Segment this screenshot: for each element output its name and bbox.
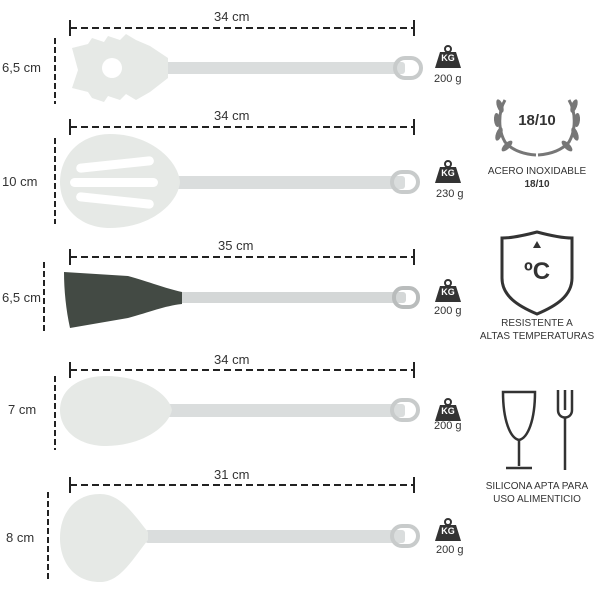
slot-1 [76,156,154,173]
length-label: 31 cm [214,467,250,482]
length-label: 34 cm [214,352,250,367]
up-arrow-icon [533,241,541,248]
steel-handle [165,62,405,74]
steel-handle [178,292,406,303]
steel-handle [160,404,405,417]
hang-loop [393,56,423,80]
width-label: 6,5 cm [2,60,42,75]
length-label: 35 cm [218,238,254,253]
spoon-head [60,376,172,446]
spatula-head [64,272,182,328]
steel-handle [145,530,405,543]
shield-icon [500,230,574,316]
server-hole [102,58,122,78]
glass-icon [501,390,537,442]
ladle-bowl [60,494,148,582]
length-label: 34 cm [214,108,250,123]
weight-label: 200 g [434,73,462,85]
weight-icon: KG [434,160,462,184]
food-caption-line2: USO ALIMENTICIO [493,494,581,505]
steel-badge [493,99,581,157]
slot-2 [70,178,158,187]
width-label: 8 cm [6,530,35,545]
weight-label: 200 g [434,420,462,432]
steel-grade-value: 18/10 [518,112,556,129]
steel-handle [170,176,405,189]
width-label: 10 cm [2,174,38,189]
weight-icon: KG [434,279,462,303]
kg-label: KG [441,526,455,536]
row-5 [47,477,420,582]
fork-icon [556,390,574,470]
weight-icon: KG [434,45,462,69]
hang-loop [390,398,420,422]
weight-icon: KG [434,518,462,542]
steel-caption-line2: 18/10 [524,179,550,190]
hang-loop [390,524,420,548]
weight-label: 200 g [434,305,462,317]
kg-label: KG [441,287,455,297]
weight-label: 200 g [436,544,464,556]
food-caption-line1: SILICONA APTA PARA [485,481,589,492]
celsius-icon: ºC [523,258,551,285]
length-label: 34 cm [214,9,250,24]
weight-icon: KG [434,398,462,422]
hang-loop [390,170,420,194]
food-badge [501,390,574,470]
weight-label: 230 g [436,188,464,200]
laurel-leaves-icon [493,99,581,152]
heat-badge [500,230,574,316]
row-3 [43,249,420,332]
heat-caption-line2: ALTAS TEMPERATURAS [479,331,595,342]
kg-label: KG [441,406,455,416]
slot-3 [76,192,154,209]
steel-caption-line1: ACERO INOXIDABLE [487,166,587,177]
width-label: 6,5 cm [2,290,42,305]
heat-caption-line1: RESISTENTE A [501,318,573,329]
row-1 [54,20,423,104]
row-2 [54,119,420,228]
hang-loop [392,286,420,309]
kg-label: KG [441,168,455,178]
width-label: 7 cm [8,402,37,417]
kg-label: KG [441,53,455,63]
row-4 [54,362,420,450]
